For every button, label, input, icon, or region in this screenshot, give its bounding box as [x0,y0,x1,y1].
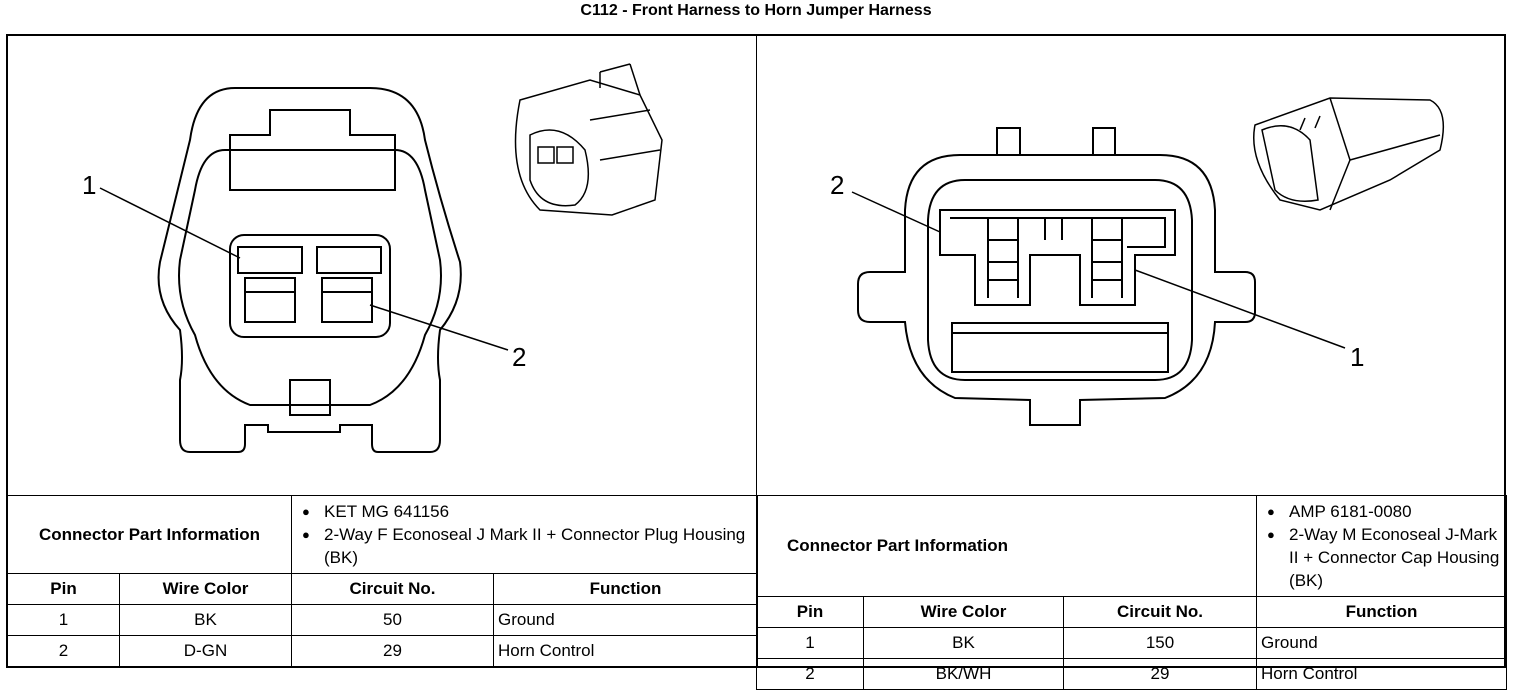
col-circuit-no: Circuit No. [1062,596,1258,628]
table-header-row: Pin Wire Color Circuit No. Function [7,573,759,605]
part-info-list: AMP 6181-0080 2-Way M Econoseal J-Mark I… [1256,495,1508,597]
table-row: 1 BK 50 Ground [7,604,759,636]
cell-function: Horn Control [493,635,759,667]
table-row: 1 BK 150 Ground [756,627,1508,659]
male-connector-isometric [1253,97,1445,211]
cell-pin: 1 [756,627,864,659]
cell-function: Ground [1256,627,1508,659]
part-info-label: Connector Part Information [6,495,293,574]
cell-wire-color: BK/WH [863,658,1064,690]
male-connector-drawing: 2 1 [830,97,1445,426]
cell-pin: 2 [756,658,864,690]
pin-callout-2: 2 [512,342,526,372]
cell-wire-color: BK [863,627,1064,659]
pin-callout-1: 1 [82,170,96,200]
col-pin: Pin [7,573,120,605]
cell-circuit: 150 [1062,627,1258,659]
female-connector-isometric [514,63,663,216]
panel-divider [756,34,757,496]
left-pinout-table: Connector Part Information KET MG 641156… [6,495,759,667]
part-number: AMP 6181-0080 [1263,500,1500,523]
pin-callout-leaders [99,187,509,351]
pin-callout-2: 2 [830,170,844,200]
male-connector-face [857,127,1256,426]
part-description: 2-Way M Econoseal J-Mark II + Connector … [1263,523,1500,592]
table-header-row: Pin Wire Color Circuit No. Function [756,596,1508,628]
col-wire-color: Wire Color [863,596,1064,628]
col-pin: Pin [756,596,864,628]
cell-pin: 2 [7,635,120,667]
col-function: Function [1256,596,1508,628]
cell-wire-color: D-GN [118,635,293,667]
table-row: 2 BK/WH 29 Horn Control [756,658,1508,690]
cell-function: Horn Control [1256,658,1508,690]
female-connector-face [157,87,462,453]
cell-circuit: 50 [291,604,495,636]
part-info-row: Connector Part Information KET MG 641156… [6,495,759,574]
part-number: KET MG 641156 [298,500,751,523]
part-info-label: Connector Part Information [755,495,1258,597]
part-info-list: KET MG 641156 2-Way F Econoseal J Mark I… [291,495,759,574]
cell-circuit: 29 [1062,658,1258,690]
cell-function: Ground [493,604,759,636]
right-pinout-table: Connector Part Information AMP 6181-0080… [755,495,1508,690]
pin-callout-leaders [851,191,1346,349]
table-row: 2 D-GN 29 Horn Control [7,635,759,667]
col-wire-color: Wire Color [118,573,293,605]
cell-pin: 1 [7,604,120,636]
col-circuit-no: Circuit No. [291,573,495,605]
diagram-title: C112 - Front Harness to Horn Jumper Harn… [580,2,932,19]
female-connector-drawing: 1 2 [82,63,663,453]
cell-wire-color: BK [118,604,293,636]
part-info-row: Connector Part Information AMP 6181-0080… [755,495,1508,597]
col-function: Function [493,573,759,605]
cell-circuit: 29 [291,635,495,667]
pin-callout-1: 1 [1350,342,1364,372]
part-description: 2-Way F Econoseal J Mark II + Connector … [298,523,751,569]
